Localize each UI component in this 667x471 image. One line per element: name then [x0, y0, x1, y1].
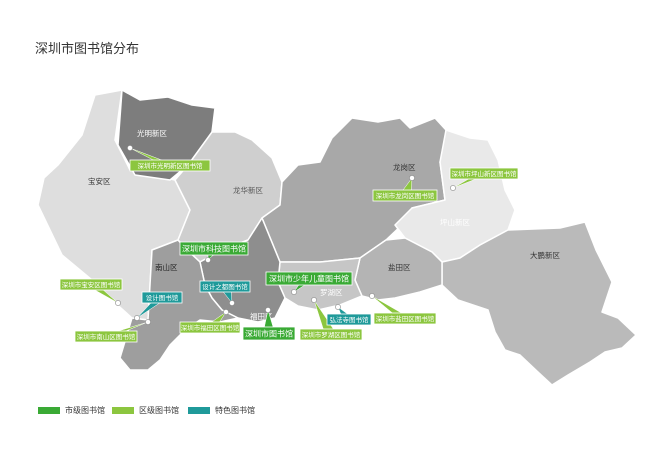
library-label: 深圳市少年儿童图书馆 — [269, 273, 349, 283]
library-marker[interactable]: 深圳市图书馆 — [242, 307, 296, 341]
library-label-box — [299, 328, 363, 341]
library-marker[interactable]: 深圳市南山区图书馆 — [74, 319, 151, 343]
library-location-dot — [291, 289, 297, 295]
library-marker[interactable]: 设计图书馆 — [134, 291, 183, 321]
library-label: 深圳市坪山新区图书馆 — [452, 169, 518, 178]
district-label-longhua: 龙华新区 — [233, 185, 263, 195]
library-label-box — [141, 291, 183, 304]
library-label-box — [59, 278, 123, 291]
library-label: 深圳市光明新区图书馆 — [138, 161, 204, 170]
library-marker[interactable]: 深圳市盐田区图书馆 — [369, 293, 437, 325]
library-marker[interactable]: 深圳市少年儿童图书馆 — [265, 271, 353, 295]
library-label-box — [179, 241, 249, 256]
district-label-luohu: 罗湖区 — [320, 288, 343, 297]
legend-swatch-city — [38, 407, 60, 414]
district-label-nanshan: 南山区 — [155, 262, 178, 272]
library-location-dot — [311, 297, 317, 303]
library-label-box — [373, 312, 437, 325]
library-location-dot — [127, 145, 133, 151]
library-label: 深圳市科技图书馆 — [182, 243, 246, 253]
district-label-baoan: 宝安区 — [88, 176, 111, 186]
legend-label-special: 特色图书馆 — [215, 406, 255, 415]
legend-label-district: 区级图书馆 — [139, 406, 179, 415]
library-location-dot — [369, 293, 375, 299]
district-label-pingshan: 坪山新区 — [440, 217, 470, 227]
library-location-dot — [223, 309, 229, 315]
library-location-dot — [335, 304, 341, 310]
library-marker[interactable]: 弘法寺图书馆 — [326, 304, 372, 326]
legend-special: 特色图书馆 — [188, 405, 255, 416]
library-location-dot — [409, 175, 415, 181]
district-nanshan[interactable] — [119, 239, 239, 371]
library-marker[interactable]: 深圳市龙岗区图书馆 — [372, 175, 438, 202]
district-label-longgang: 龙岗区 — [393, 162, 416, 172]
legend-district: 区级图书馆 — [112, 405, 179, 416]
library-location-dot — [145, 319, 151, 325]
library-label: 深圳市南山区图书馆 — [77, 332, 136, 341]
district-dapeng[interactable] — [441, 221, 637, 386]
district-label-futian: 福田区 — [250, 312, 273, 321]
library-label: 深圳市宝安区图书馆 — [62, 280, 121, 289]
legend-label-city: 市级图书馆 — [65, 406, 105, 415]
library-location-dot — [265, 307, 271, 313]
library-label-box — [372, 189, 438, 202]
district-label-dapeng: 大鹏新区 — [530, 250, 560, 260]
library-label-box — [179, 321, 241, 334]
library-label-box — [129, 159, 211, 172]
library-label-box — [265, 271, 353, 286]
district-label-yantian: 盐田区 — [388, 262, 411, 272]
library-marker[interactable]: 深圳市光明新区图书馆 — [127, 145, 211, 172]
library-label-box — [199, 280, 251, 293]
library-label-box — [74, 330, 138, 343]
library-marker[interactable]: 深圳市福田区图书馆 — [179, 309, 241, 334]
library-location-dot — [229, 300, 235, 306]
district-label-guangming: 光明新区 — [137, 128, 167, 138]
library-marker[interactable]: 设计之都图书馆 — [199, 280, 251, 306]
legend-city: 市级图书馆 — [38, 405, 105, 416]
legend-swatch-district — [112, 407, 134, 414]
legend-swatch-special — [188, 407, 210, 414]
page-title: 深圳市图书馆分布 — [35, 42, 140, 57]
library-label-box — [449, 167, 519, 180]
library-label-box — [242, 326, 296, 341]
library-label: 设计之都图书馆 — [202, 282, 248, 291]
library-label: 设计图书馆 — [146, 293, 179, 302]
library-marker[interactable]: 深圳市科技图书馆 — [179, 241, 249, 263]
library-label: 深圳市图书馆 — [245, 328, 293, 338]
library-label: 深圳市龙岗区图书馆 — [376, 191, 435, 200]
library-marker[interactable]: 深圳市宝安区图书馆 — [59, 278, 123, 306]
library-location-dot — [134, 315, 140, 321]
library-label: 深圳市盐田区图书馆 — [376, 314, 435, 323]
library-marker[interactable]: 深圳市罗湖区图书馆 — [299, 297, 363, 341]
library-location-dot — [450, 185, 456, 191]
library-label: 深圳市罗湖区图书馆 — [302, 330, 361, 339]
library-location-dot — [205, 257, 211, 263]
library-label: 弘法寺图书馆 — [330, 315, 370, 324]
library-marker[interactable]: 深圳市坪山新区图书馆 — [449, 167, 519, 191]
library-label: 深圳市福田区图书馆 — [181, 323, 240, 332]
library-label-box — [326, 313, 372, 326]
library-location-dot — [115, 300, 121, 306]
